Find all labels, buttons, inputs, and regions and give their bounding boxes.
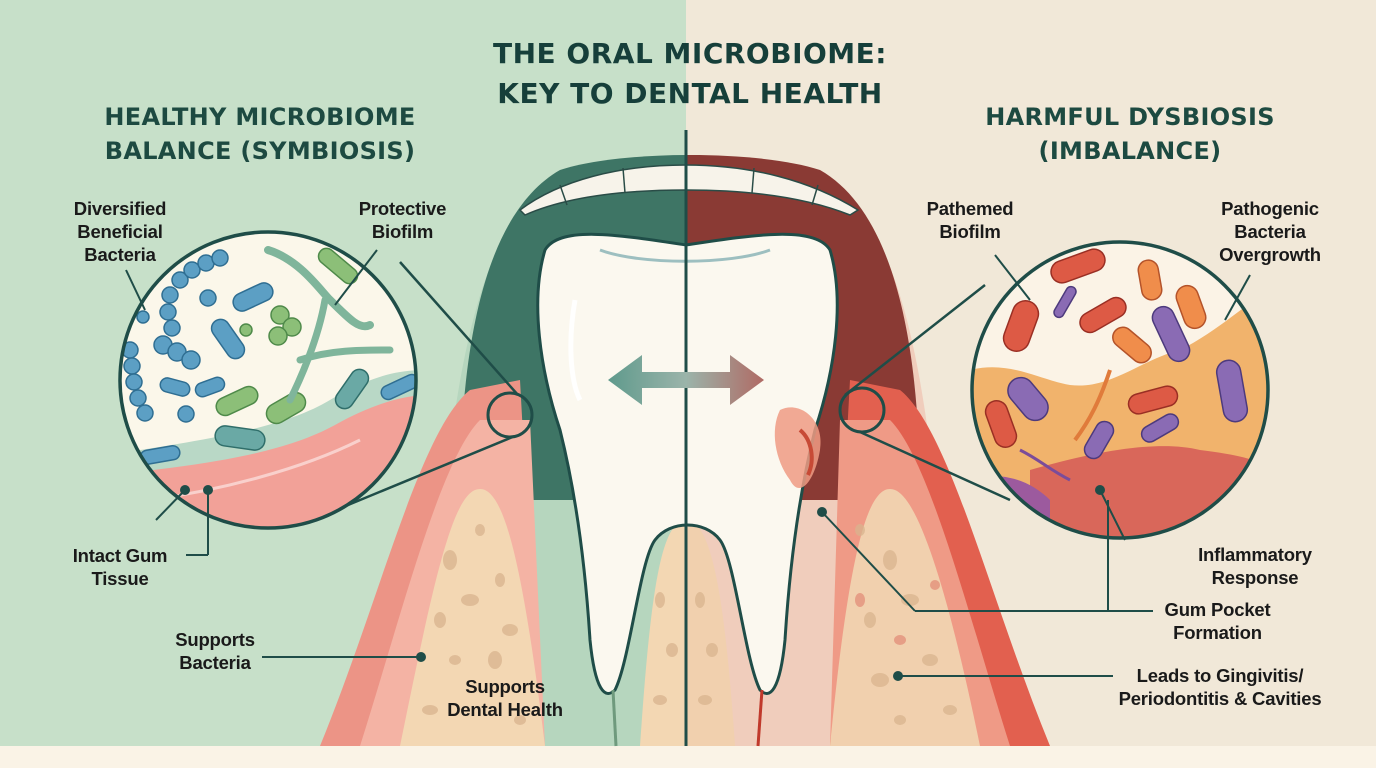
label-line: Gum Pocket [1164, 599, 1271, 620]
double-arrow-icon [608, 355, 764, 405]
label-line: Pathogenic [1221, 198, 1319, 219]
label-line: Biofilm [939, 221, 1001, 242]
label-line: Diversified [73, 198, 167, 219]
label-inflammatory-response: Inflammatory Response [1185, 543, 1325, 589]
healthy-heading-line-1: HEALTHY MICROBIOME [104, 103, 416, 131]
page-title: THE ORAL MICROBIOME: KEY TO DENTAL HEALT… [430, 34, 950, 114]
label-line: Leads to Gingivitis/ [1136, 665, 1304, 686]
label-line: Formation [1173, 622, 1262, 643]
label-line: Beneficial [77, 221, 163, 242]
label-line: Periodontitis & Cavities [1118, 688, 1322, 709]
label-line: Dental Health [447, 699, 563, 720]
label-pathemed-biofilm: Pathemed Biofilm [915, 197, 1025, 243]
label-line: Response [1211, 567, 1299, 588]
dysbiosis-inset [972, 242, 1268, 538]
label-supports-bacteria: Supports Bacteria [160, 628, 270, 674]
dysbiosis-heading-line-2: (IMBALANCE) [1038, 137, 1222, 165]
label-intact-gum-tissue: Intact Gum Tissue [60, 544, 180, 590]
gum-and-bone [320, 380, 1050, 746]
label-leads-to-disease: Leads to Gingivitis/ Periodontitis & Cav… [1095, 664, 1345, 710]
dysbiosis-heading: HARMFUL DYSBIOSIS (IMBALANCE) [945, 100, 1315, 168]
label-pathogenic-overgrowth: Pathogenic Bacteria Overgrowth [1200, 197, 1340, 266]
label-line: Overgrowth [1219, 244, 1321, 265]
dysbiosis-heading-line-1: HARMFUL DYSBIOSIS [985, 103, 1275, 131]
title-line-1: THE ORAL MICROBIOME: [493, 37, 887, 70]
label-beneficial-bacteria: Diversified Beneficial Bacteria [45, 197, 195, 266]
label-line: Bacteria [1234, 221, 1306, 242]
label-line: Supports [175, 629, 255, 650]
label-line: Tissue [91, 568, 149, 589]
label-gum-pocket-formation: Gum Pocket Formation [1155, 598, 1280, 644]
label-line: Biofilm [371, 221, 434, 242]
label-protective-biofilm: Protective Biofilm [340, 197, 465, 243]
label-line: Pathemed [926, 198, 1014, 219]
healthy-heading: HEALTHY MICROBIOME BALANCE (SYMBIOSIS) [60, 100, 460, 168]
healthy-heading-line-2: BALANCE (SYMBIOSIS) [104, 137, 416, 165]
label-line: Protective [358, 198, 447, 219]
label-line: Bacteria [84, 244, 156, 265]
label-line: Inflammatory [1198, 544, 1312, 565]
label-line: Bacteria [179, 652, 251, 673]
label-supports-dental-health: Supports Dental Health [440, 675, 570, 721]
bottom-strip [0, 746, 1376, 768]
title-line-2: KEY TO DENTAL HEALTH [497, 77, 883, 110]
label-line: Intact Gum [72, 545, 168, 566]
healthy-microbiome-inset [120, 232, 416, 528]
label-line: Supports [465, 676, 545, 697]
